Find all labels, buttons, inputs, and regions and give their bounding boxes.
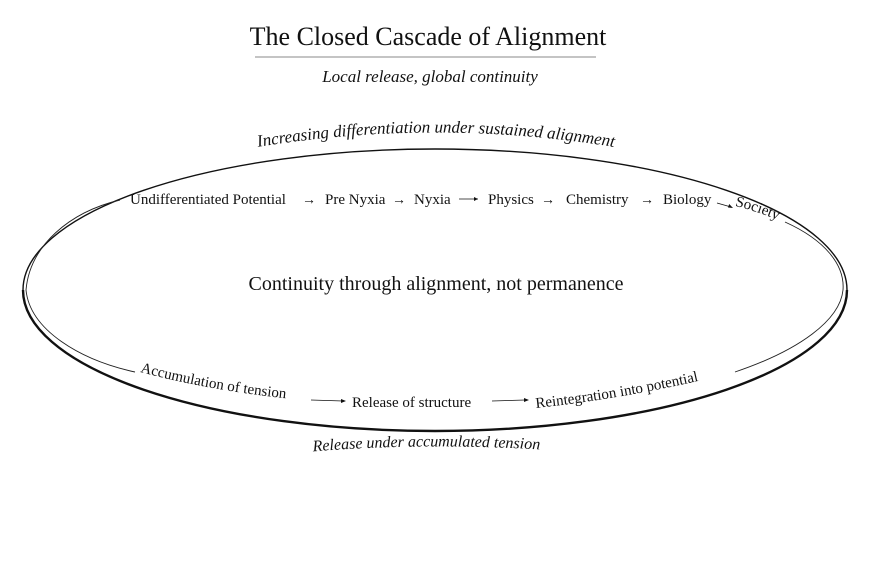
- arrow-head: [341, 399, 346, 403]
- outer-ellipse-bottom: [21, 289, 849, 433]
- diagram-title: The Closed Cascade of Alignment: [250, 22, 607, 51]
- bottom-arc-label: Release under accumulated tension: [311, 433, 541, 455]
- arrow-icon: [310, 399, 344, 402]
- arrow-icon: →: [640, 193, 654, 208]
- arrow-icon: →: [541, 193, 555, 208]
- arrow-head: [728, 204, 733, 208]
- arrow-icon: [491, 399, 526, 402]
- arrow-icon: →: [392, 193, 406, 208]
- upper-sequence: Undifferentiated Potential → Pre Nyxia →…: [130, 192, 783, 224]
- top-arc-label: Increasing differentiation under sustain…: [255, 117, 618, 151]
- arrow-icon: →: [302, 193, 316, 208]
- sequence-item-release-of-structure: Release of structure: [352, 395, 471, 411]
- inner-right-arc: [734, 221, 844, 373]
- diagram-subtitle: Local release, global continuity: [321, 67, 538, 86]
- sequence-item-biology: Biology: [663, 192, 712, 208]
- sequence-item-physics: Physics: [488, 192, 534, 208]
- inner-left-arc: [25, 199, 136, 373]
- sequence-item-pre-nyxia: Pre Nyxia: [325, 192, 386, 208]
- sequence-item-nyxia: Nyxia: [414, 192, 451, 208]
- sequence-item-undifferentiated-potential: Undifferentiated Potential: [130, 192, 286, 208]
- outer-ellipse-top: [22, 148, 848, 291]
- arrow-head: [474, 197, 478, 201]
- sequence-item-society: Society: [734, 194, 783, 224]
- arrow-head: [524, 398, 529, 402]
- sequence-item-chemistry: Chemistry: [566, 192, 629, 208]
- lower-sequence: Accumulation of tension Release of struc…: [139, 360, 700, 412]
- center-label: Continuity through alignment, not perman…: [249, 273, 624, 295]
